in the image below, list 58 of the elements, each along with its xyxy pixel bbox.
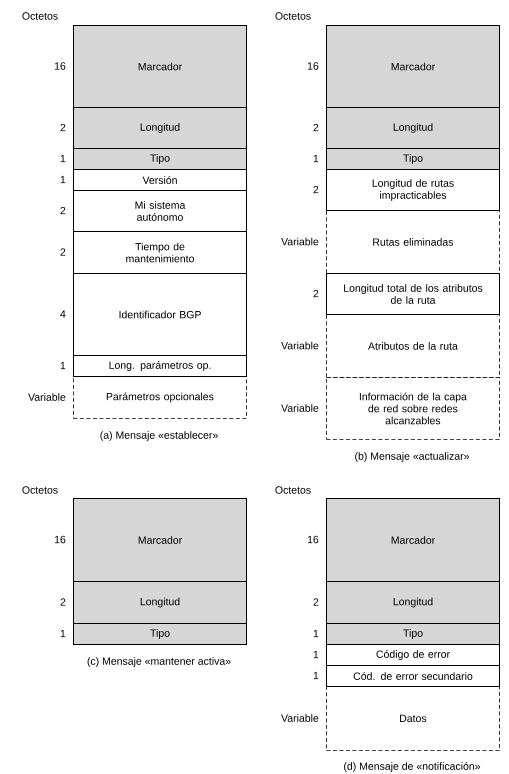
field-box: Longitud total de los atributos de la ruta: [326, 273, 500, 315]
field-box: Versión: [73, 169, 247, 191]
field-box: Longitud de rutas impracticables: [326, 169, 500, 211]
header-field-box: Tipo: [326, 623, 500, 645]
octet-count: 16: [54, 62, 66, 70]
octet-count: Variable: [281, 342, 318, 350]
octet-count: Variable: [281, 714, 318, 722]
figure-caption: (d) Mensaje de «notificación»: [344, 762, 480, 772]
field-box: Código de error: [326, 644, 500, 666]
variable-field-box: Parámetros opcionales: [73, 376, 247, 419]
header-field-box: Longitud: [326, 107, 500, 149]
octet-count: 2: [314, 124, 318, 132]
column-heading: Octetos: [22, 486, 58, 494]
field-box: Long. parámetros op.: [73, 355, 247, 377]
octet-count: 2: [60, 124, 66, 132]
figure-caption: (a) Mensaje «establecer»: [100, 431, 218, 441]
column-heading: Octetos: [22, 12, 58, 20]
column-heading: Octetos: [275, 486, 311, 494]
header-field-box: Marcador: [73, 498, 247, 582]
octet-count: 2: [60, 248, 66, 256]
octet-count: Variable: [281, 238, 318, 246]
figure-caption: (b) Mensaje «actualizar»: [355, 452, 470, 462]
header-field-box: Tipo: [73, 148, 247, 170]
octet-count: 16: [54, 536, 66, 544]
header-field-box: Longitud: [73, 107, 247, 149]
figure-caption: (c) Mensaje «mantener activa»: [88, 657, 231, 667]
octet-count: 1: [60, 630, 66, 638]
octet-count: 1: [60, 154, 66, 162]
variable-field-box: Datos: [326, 686, 500, 751]
octet-count: 2: [314, 186, 318, 194]
octet-count: 16: [308, 62, 318, 70]
octet-count: 2: [60, 598, 66, 606]
header-field-box: Tipo: [73, 623, 247, 645]
header-field-box: Marcador: [326, 498, 500, 582]
variable-field-box: Atributos de la ruta: [326, 314, 500, 378]
octet-count: Variable: [281, 404, 318, 412]
octet-count: 1: [60, 362, 66, 370]
octet-count: 1: [314, 630, 318, 638]
octet-count: 4: [60, 310, 66, 318]
field-box: Cód. de error secundario: [326, 665, 500, 687]
field-box: Mi sistema autónomo: [73, 190, 247, 232]
header-field-box: Longitud: [73, 581, 247, 624]
header-field-box: Longitud: [326, 581, 500, 624]
octet-count: 2: [314, 290, 318, 298]
header-field-box: Marcador: [73, 25, 247, 108]
octet-count: 2: [314, 598, 318, 606]
field-box: Tiempo de mantenimiento: [73, 231, 247, 274]
octet-count: 2: [60, 206, 66, 214]
column-heading: Octetos: [275, 12, 311, 20]
variable-field-box: Información de la capa de red sobre redes alcanzables: [326, 377, 500, 440]
octet-count: 16: [308, 536, 318, 544]
octet-count: 1: [314, 672, 318, 680]
octet-count: 1: [314, 650, 318, 658]
octet-count: 1: [314, 154, 318, 162]
header-field-box: Tipo: [326, 148, 500, 170]
octet-count: Variable: [28, 393, 66, 401]
octet-count: 1: [60, 176, 66, 184]
header-field-box: Marcador: [326, 25, 500, 108]
